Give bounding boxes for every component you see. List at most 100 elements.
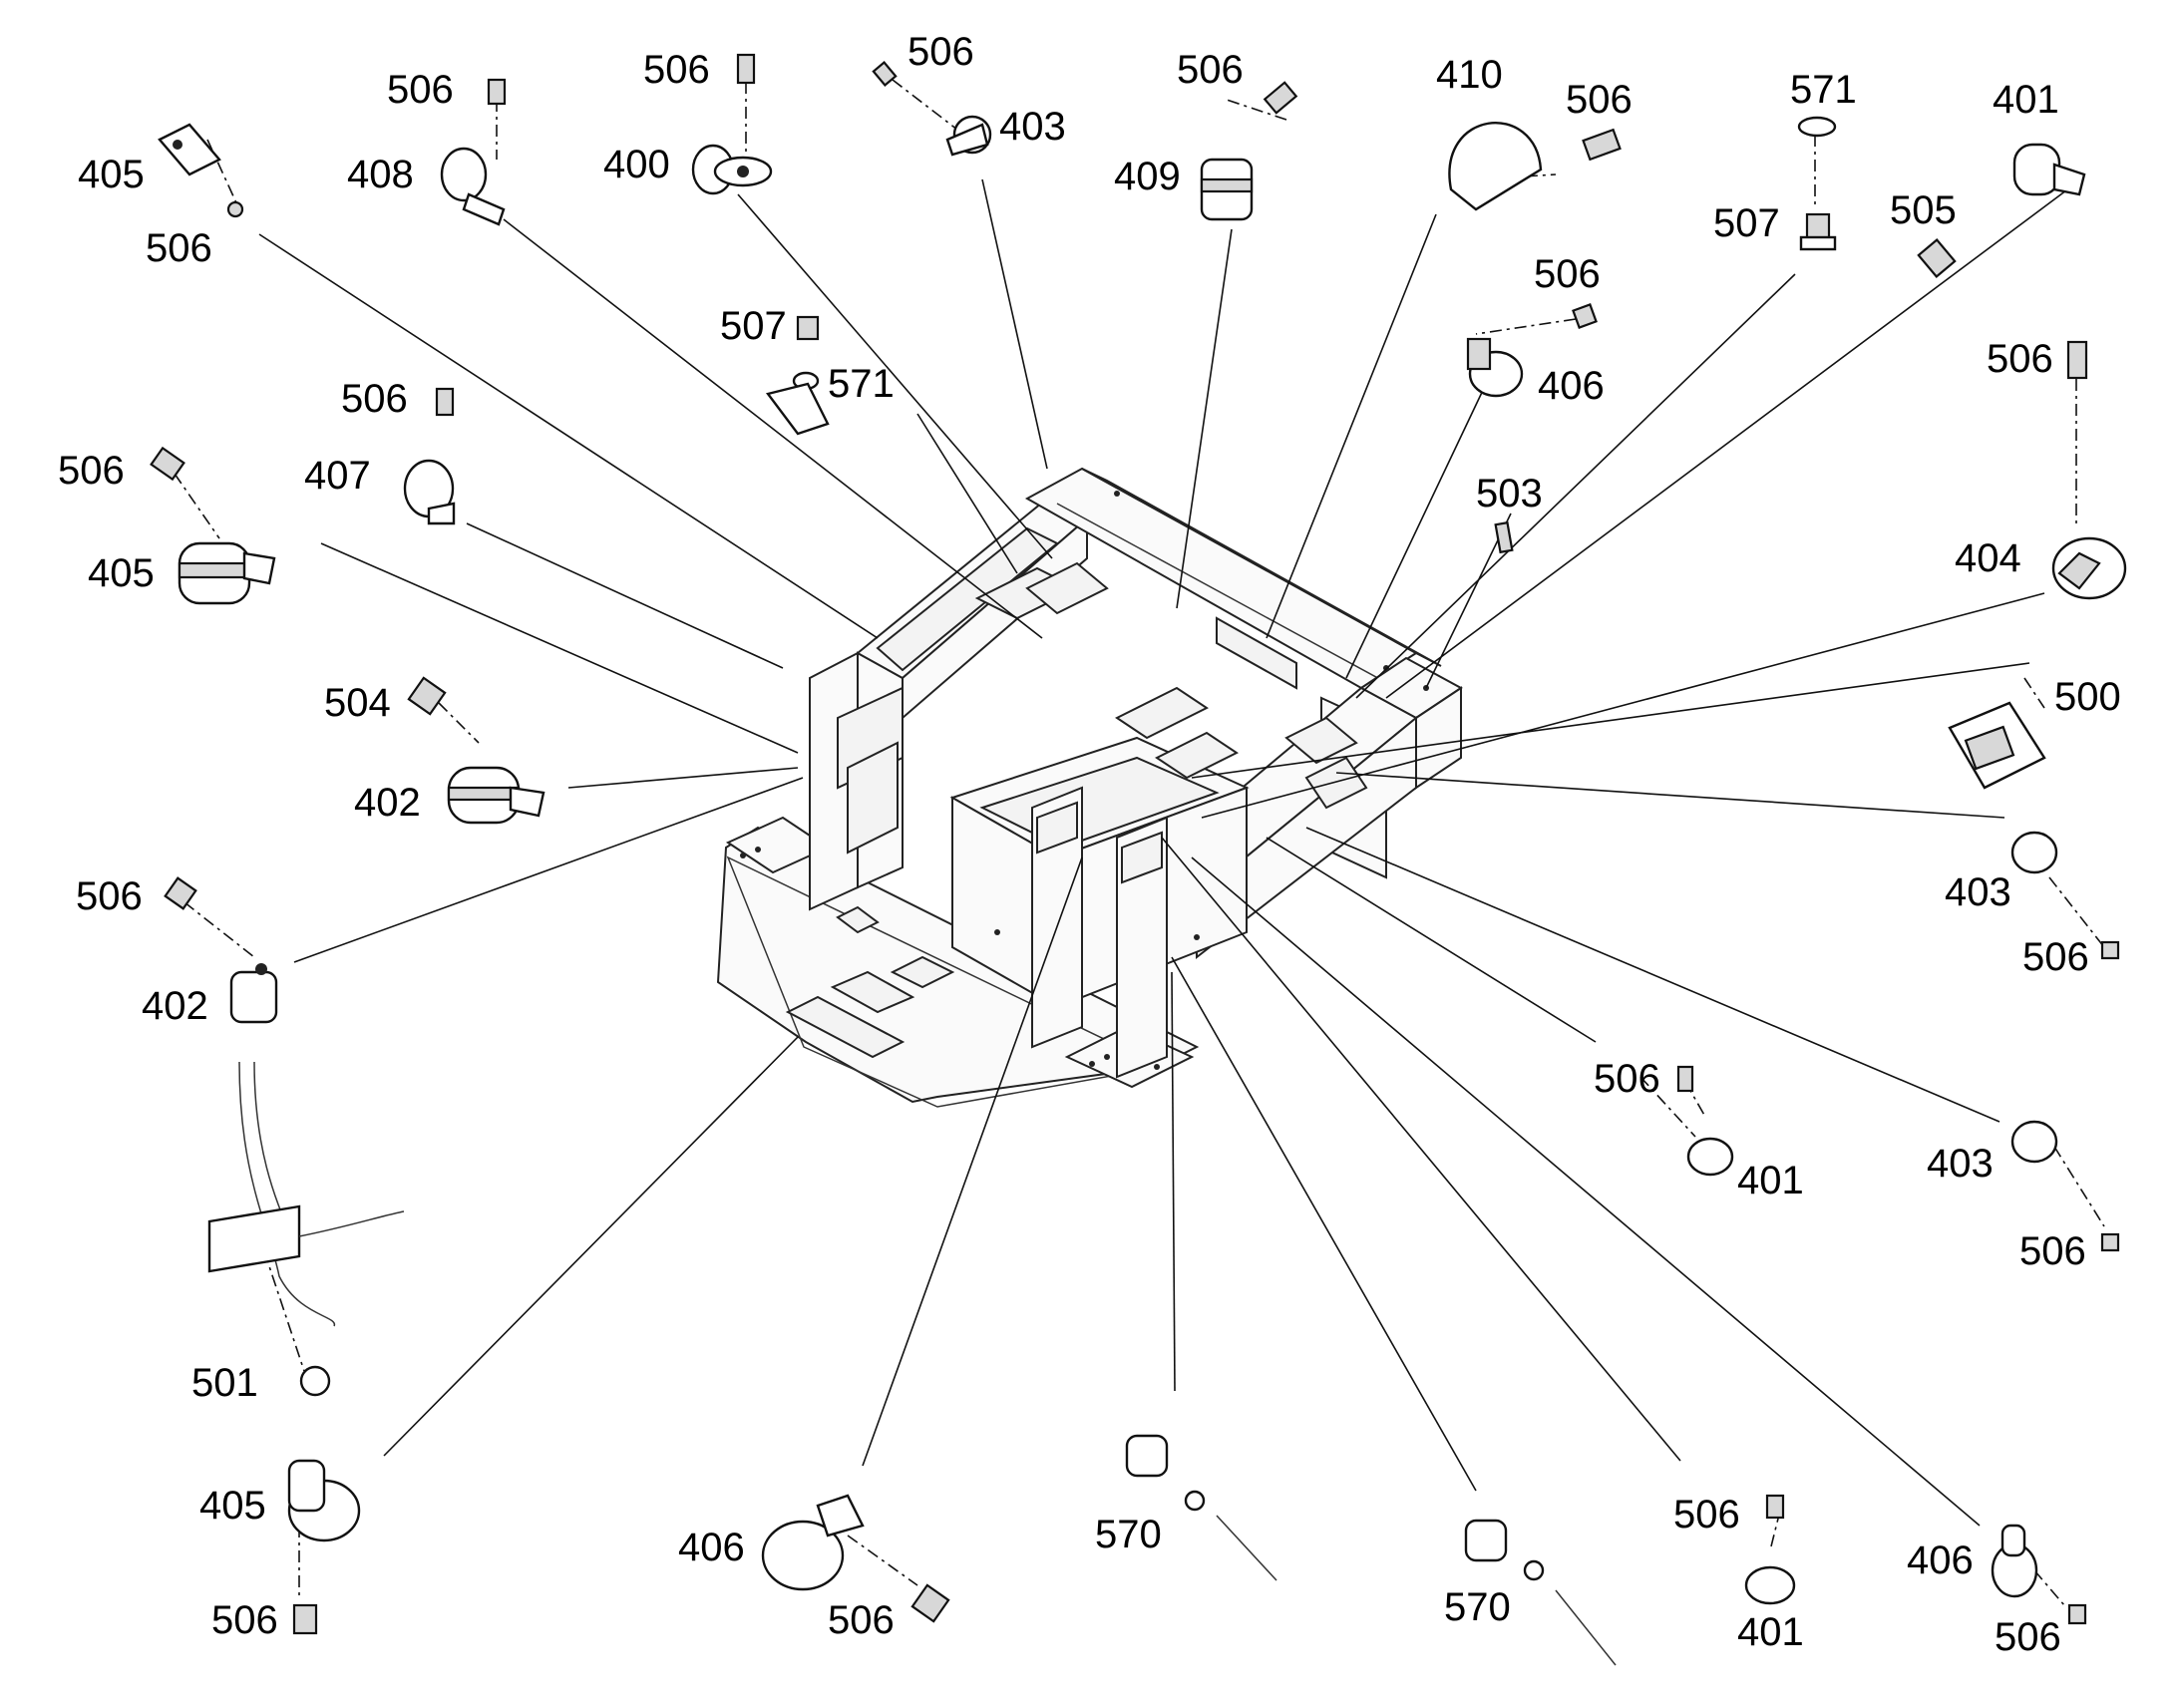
clamp-403-right-icon [2010, 831, 2058, 874]
callout-label: 506 [1177, 48, 1244, 92]
callout-label: 404 [1955, 536, 2021, 580]
screw-506-small-icon [2067, 1603, 2087, 1625]
screw-506-upright-icon [736, 53, 756, 85]
screw-506-angled-icon [1263, 81, 1298, 115]
clamp-404-icon [2051, 536, 2127, 600]
screw-506-upright-icon [435, 387, 455, 417]
callout-label: 403 [1945, 870, 2011, 914]
clamp-400-icon [691, 144, 773, 195]
callout-label: 410 [1436, 53, 1503, 97]
callout-label: 402 [354, 781, 421, 825]
screw-503-icon [1494, 520, 1514, 554]
screw-506-angled-icon [164, 876, 197, 910]
leader-lines [258, 178, 2075, 1527]
screw-506-angled-icon [150, 446, 185, 482]
callout-label: 570 [1444, 1585, 1511, 1629]
screw-506-angled-icon [1582, 128, 1622, 162]
callout-label: 506 [1995, 1615, 2061, 1659]
screw-506-small-icon [1572, 303, 1598, 329]
screw-506-small-icon [1765, 1494, 1785, 1520]
callout-label: 506 [828, 1598, 895, 1642]
callout-label: 506 [1987, 337, 2053, 381]
screw-506-angled-icon [910, 1583, 950, 1623]
screw-505-icon [1917, 238, 1957, 278]
callout-label: 506 [211, 1598, 278, 1642]
callout-label: 501 [191, 1361, 258, 1405]
callout-label: 507 [1713, 201, 1780, 245]
screw-506-small-icon [2100, 1232, 2120, 1252]
parts [150, 53, 2127, 1666]
clamp-401-bottom-icon [1744, 1565, 1796, 1605]
clamp-405-bottom-icon [287, 1459, 361, 1542]
clip-570-icon [1125, 1434, 1277, 1581]
callout-label: 406 [678, 1526, 745, 1569]
bolt-507-mid-icon [796, 315, 820, 341]
clamp-401-top-icon [2012, 143, 2086, 196]
callout-label: 400 [603, 143, 670, 186]
screw-506-upright-icon [2066, 340, 2088, 380]
callout-label: 405 [88, 551, 155, 595]
callout-label: 405 [199, 1484, 266, 1528]
clamp-402-lower-icon [229, 963, 278, 1024]
callout-label: 409 [1114, 155, 1181, 198]
callout-label: 506 [1594, 1057, 1660, 1101]
cable-connector-501-icon [207, 1061, 405, 1327]
clip-570-lower-icon [1464, 1519, 1617, 1666]
callout-label: 506 [2019, 1229, 2086, 1273]
callout-label: 506 [1673, 1493, 1740, 1537]
callout-label: 571 [828, 362, 895, 406]
callout-label: 506 [908, 30, 974, 74]
clamp-406-bottom-right-icon [1991, 1524, 2038, 1598]
clamp-401-mid-icon [1686, 1137, 1734, 1177]
clamp-405-top-left-icon [158, 123, 221, 176]
callout-label: 402 [142, 984, 208, 1028]
clamp-402-icon [447, 766, 545, 825]
clamp-408-icon [440, 147, 506, 226]
callout-label: 403 [1927, 1142, 1994, 1186]
screw-506-upright-icon [487, 78, 507, 106]
washer-571-icon [1797, 116, 1837, 138]
callout-label: 506 [387, 68, 454, 112]
clamp-409-icon [1200, 158, 1254, 221]
callout-labels: 405 506 506 408 506 400 506 403 506 409 … [58, 30, 2121, 1659]
screw-506-small-icon [1676, 1065, 1694, 1093]
callout-label: 506 [2022, 935, 2089, 979]
callout-label: 506 [341, 377, 408, 421]
callout-label: 571 [1790, 68, 1857, 112]
callout-label: 505 [1890, 188, 1957, 232]
callout-label: 570 [1095, 1513, 1162, 1556]
callout-label: 506 [76, 874, 143, 918]
callout-label: 506 [1566, 78, 1633, 122]
callout-label: 407 [304, 454, 371, 498]
callout-label: 500 [2054, 675, 2121, 719]
clamp-405-left-icon [178, 541, 276, 605]
callout-label: 503 [1476, 472, 1543, 515]
screw-506-small-icon [226, 200, 244, 218]
callout-label: 506 [643, 48, 710, 92]
clamp-403-top-icon [945, 115, 992, 157]
screw-506-small-icon [2100, 940, 2120, 960]
connector-500-icon [1948, 701, 2046, 790]
clamp-410-icon [1448, 122, 1543, 211]
bolt-507-icon [1799, 212, 1837, 251]
callout-label: 405 [78, 153, 145, 196]
screw-501-icon [299, 1365, 331, 1397]
clamp-406-bottom-icon [761, 1494, 865, 1591]
callout-label: 406 [1907, 1538, 1974, 1582]
callout-label: 506 [1534, 252, 1601, 296]
screw-506-small-icon [872, 61, 898, 87]
callout-label: 401 [1993, 78, 2059, 122]
callout-label: 401 [1737, 1610, 1804, 1654]
callout-label: 403 [999, 105, 1066, 149]
screw-506-upright-icon [292, 1603, 318, 1635]
bracket-mid-icon [765, 382, 830, 436]
clamp-406-upper-icon [1466, 337, 1524, 398]
main-frame-assembly [716, 467, 1463, 1108]
screw-504-icon [407, 676, 447, 716]
callout-label: 406 [1538, 364, 1605, 408]
callout-label: 504 [324, 681, 391, 725]
callout-label: 401 [1737, 1159, 1804, 1202]
callout-label: 507 [720, 304, 787, 348]
callout-label: 408 [347, 153, 414, 196]
